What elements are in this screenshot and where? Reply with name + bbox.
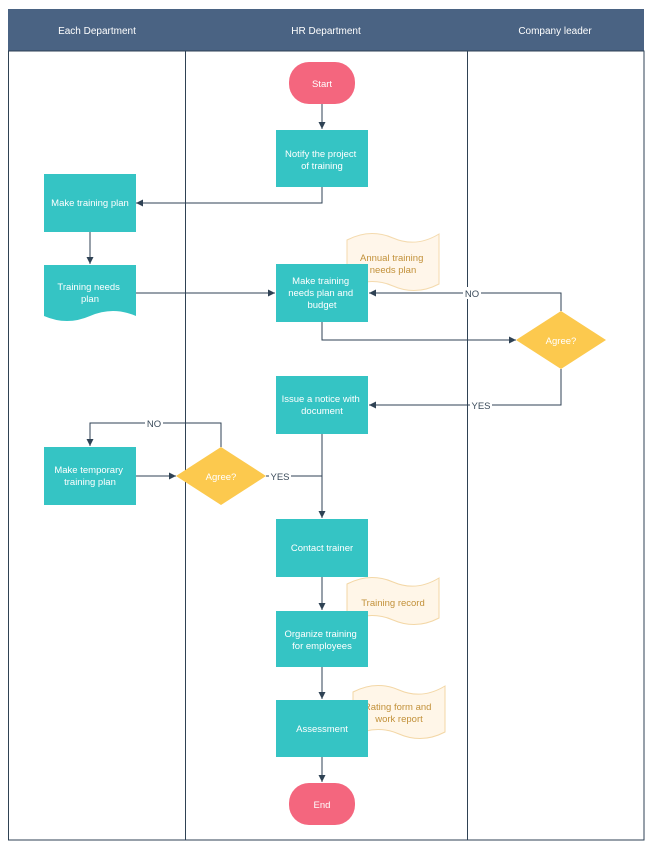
hr-plan-line-2: needs plan and [288, 288, 353, 299]
lane-title-hr-department: HR Department [291, 26, 361, 37]
edge-label-no-dept: NO [147, 419, 161, 430]
notify-line-1: Notify the project [285, 149, 357, 160]
needs-plan-line-1: Training needs [57, 282, 120, 293]
end-label: End [314, 800, 331, 811]
issue-line-1: Issue a notice with [282, 394, 360, 405]
hr-make-plan-box[interactable]: Make training needs plan and budget [276, 264, 368, 322]
lane-title-company-leader: Company leader [518, 26, 592, 37]
note-rating-line-2: work report [374, 714, 423, 725]
contact-trainer-box[interactable]: Contact trainer [276, 519, 368, 577]
lane-title-each-department: Each Department [58, 26, 136, 37]
note-record-text: Training record [361, 598, 425, 609]
organize-training-box[interactable]: Organize training for employees [276, 611, 368, 667]
edge-label-yes-dept: YES [270, 472, 289, 483]
note-annual-training: Annual training needs plan [346, 233, 440, 291]
temp-line-1: Make temporary [54, 465, 123, 476]
edge-label-no-leader: NO [465, 289, 479, 300]
lane-header-bar [8, 9, 644, 51]
lane-frame [8, 50, 645, 841]
make-training-plan-box[interactable]: Make training plan [44, 174, 136, 232]
svg-text:Issue a notice with docu: Issue a notice with document [282, 394, 363, 417]
notify-line-2: of training [301, 161, 343, 172]
end-node[interactable]: End [289, 783, 355, 825]
connectors [86, 103, 562, 782]
edge-hr-plan-to-agree-leader [321, 322, 516, 344]
start-node[interactable]: Start [289, 62, 355, 104]
note-annual-line-1: Annual training [360, 253, 423, 264]
svg-text:Make training needs plan: Make training needs plan and budget [288, 276, 356, 311]
temp-line-2: training plan [64, 477, 116, 488]
agree-leader-label: Agree? [546, 336, 577, 347]
training-needs-plan-doc[interactable]: Training needs plan [44, 265, 136, 321]
agree-dept-decision[interactable]: Agree? [176, 447, 266, 505]
edge-labels: NO YES NO YES [145, 287, 492, 483]
issue-notice-box[interactable]: Issue a notice with document [276, 376, 368, 434]
organize-line-2: for employees [292, 641, 352, 652]
svg-text:Make temporary training: Make temporary training plan [54, 465, 125, 488]
svg-text:Organize training for em: Organize training for employees [285, 629, 360, 652]
edge-agree-leader-no [369, 289, 562, 311]
svg-text:Rating form and work rep: Rating form and work report [364, 702, 434, 725]
svg-text:Training needs plan: Training needs plan [57, 282, 122, 305]
make-plan-label: Make training plan [51, 198, 129, 209]
note-training-record: Training record [346, 577, 440, 625]
swimlane-container: Each Department HR Department Company le… [8, 9, 645, 841]
svg-text:Annual training needs pl: Annual training needs plan [360, 253, 426, 276]
note-rating-line-1: Rating form and [364, 702, 432, 713]
note-annual-line-2: needs plan [370, 265, 416, 276]
edge-label-yes-leader: YES [471, 401, 490, 412]
assessment-label: Assessment [296, 724, 348, 735]
organize-line-1: Organize training [285, 629, 357, 640]
notify-project-box[interactable]: Notify the project of training [276, 130, 368, 187]
svg-text:Notify the project of tr: Notify the project of training [285, 149, 359, 172]
issue-line-2: document [301, 406, 343, 417]
make-temporary-plan-box[interactable]: Make temporary training plan [44, 447, 136, 505]
agree-leader-decision[interactable]: Agree? [516, 311, 606, 369]
agree-dept-label: Agree? [206, 472, 237, 483]
hr-plan-line-3: budget [307, 300, 336, 311]
hr-plan-line-1: Make training [292, 276, 349, 287]
note-rating-form: Rating form and work report [352, 685, 446, 739]
start-label: Start [312, 79, 332, 90]
edge-agree-leader-yes [369, 369, 562, 409]
edge-notify-to-make-plan [136, 187, 323, 207]
contact-label: Contact trainer [291, 543, 353, 554]
needs-plan-line-2: plan [81, 294, 99, 305]
assessment-box[interactable]: Assessment [276, 700, 368, 757]
